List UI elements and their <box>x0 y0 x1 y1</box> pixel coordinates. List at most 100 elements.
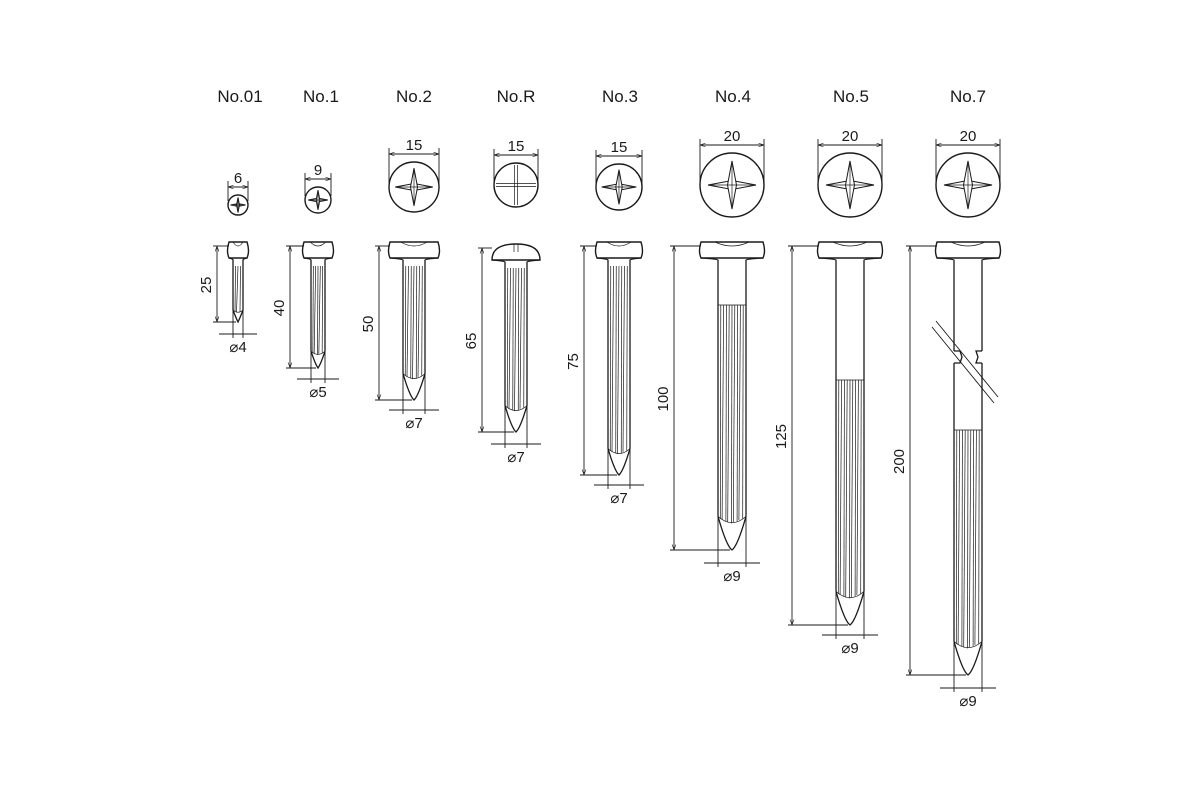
groove-line <box>963 429 966 648</box>
groove-line <box>519 267 522 409</box>
length-dimension: 100 <box>655 246 730 550</box>
nail-tip <box>835 591 865 626</box>
head-neck <box>981 257 1000 261</box>
groove-line <box>611 265 614 452</box>
nail-title: No.R <box>497 87 536 106</box>
head-notch <box>950 241 986 247</box>
groove-line <box>856 379 859 596</box>
head-dim-label: 6 <box>234 170 242 187</box>
nail-side-view <box>301 241 335 370</box>
head-neck <box>700 257 719 261</box>
head-top-view <box>227 194 249 216</box>
head-neck <box>936 257 955 261</box>
groove-line <box>512 267 514 411</box>
break-mark <box>975 350 982 364</box>
groove-line <box>410 265 412 379</box>
nail-title: No.01 <box>217 87 262 106</box>
tip-edge <box>402 373 426 379</box>
tip-edge <box>232 309 244 313</box>
groove-line <box>719 304 722 519</box>
head-dim-label: 15 <box>611 139 628 156</box>
nail-side-view <box>387 241 441 401</box>
head-dimension: 6 <box>228 170 248 201</box>
head-top-view <box>388 161 440 213</box>
nail-title: No.1 <box>303 87 339 106</box>
groove-line <box>622 265 625 452</box>
groove-line <box>620 265 623 454</box>
groove-line <box>731 304 733 524</box>
groove-line <box>967 429 969 649</box>
diameter-label: ⌀4 <box>229 339 246 356</box>
length-dimension: 40 <box>271 246 316 368</box>
groove-line <box>854 379 856 597</box>
head-dim-label: 20 <box>724 128 741 145</box>
head-notch <box>606 241 632 247</box>
nail-head <box>816 241 884 259</box>
length-label: 40 <box>271 300 288 317</box>
groove-line <box>837 379 840 594</box>
nail-head <box>594 241 644 259</box>
groove-line <box>406 265 409 377</box>
diameter-dimension: ⌀7 <box>389 373 439 432</box>
groove-line <box>412 265 415 380</box>
nail-tip <box>232 309 244 324</box>
head-neck <box>745 257 764 261</box>
groove-line <box>617 265 620 455</box>
diameter-dimension: ⌀7 <box>491 405 541 466</box>
length-dimension: 50 <box>360 246 412 400</box>
nail-side-view <box>226 241 250 324</box>
groove-line <box>318 265 321 354</box>
nails-layer: No.01625⌀4No.1940⌀5No.21550⌀7No.R1565⌀7N… <box>198 87 1002 710</box>
head-dim-label: 9 <box>314 162 322 179</box>
nail-title: No.2 <box>396 87 432 106</box>
groove-line <box>234 265 236 312</box>
groove-line <box>839 379 842 596</box>
groove-line <box>974 429 977 646</box>
groove-line <box>860 379 862 594</box>
diameter-label: ⌀9 <box>959 693 976 710</box>
break-line <box>935 320 999 398</box>
groove-line <box>843 379 845 597</box>
groove-line <box>725 304 727 522</box>
diameter-label: ⌀9 <box>841 640 858 657</box>
groove-line <box>968 429 972 648</box>
head-notch <box>400 241 428 247</box>
groove-line <box>317 265 319 355</box>
groove-line <box>417 265 420 377</box>
head-neck <box>389 257 404 261</box>
groove-line <box>236 265 239 313</box>
head-dimension: 15 <box>494 138 538 181</box>
head-dim-label: 20 <box>960 128 977 145</box>
head-dim-label: 15 <box>406 137 423 154</box>
length-dimension: 200 <box>891 246 966 675</box>
tip-edge <box>310 350 326 355</box>
groove-line <box>609 265 612 451</box>
groove-line <box>849 379 851 599</box>
head-top-view <box>493 162 539 208</box>
groove-line <box>404 265 407 376</box>
length-label: 50 <box>360 316 377 333</box>
head-neck <box>491 259 506 263</box>
head-dimension: 15 <box>389 137 439 183</box>
length-label: 75 <box>565 353 582 370</box>
head-neck <box>424 257 439 261</box>
groove-line <box>415 265 418 379</box>
groove-line <box>626 265 628 451</box>
length-label: 200 <box>891 449 908 474</box>
nail-side-view <box>698 241 766 551</box>
head-notch <box>310 241 326 247</box>
nail-head <box>226 241 250 259</box>
head-top-view <box>817 152 883 218</box>
nail-tip <box>402 373 426 401</box>
groove-line <box>727 304 730 523</box>
head-dimension: 20 <box>818 128 882 181</box>
nail-side-view <box>931 241 1002 676</box>
nail-2: No.2 15 50 ⌀7 <box>360 87 441 432</box>
nail-head <box>387 241 441 259</box>
length-label: 25 <box>198 277 215 294</box>
nail-title: No.5 <box>833 87 869 106</box>
nail-tip <box>504 405 528 433</box>
groove-line <box>239 265 241 312</box>
groove-line <box>321 265 324 353</box>
